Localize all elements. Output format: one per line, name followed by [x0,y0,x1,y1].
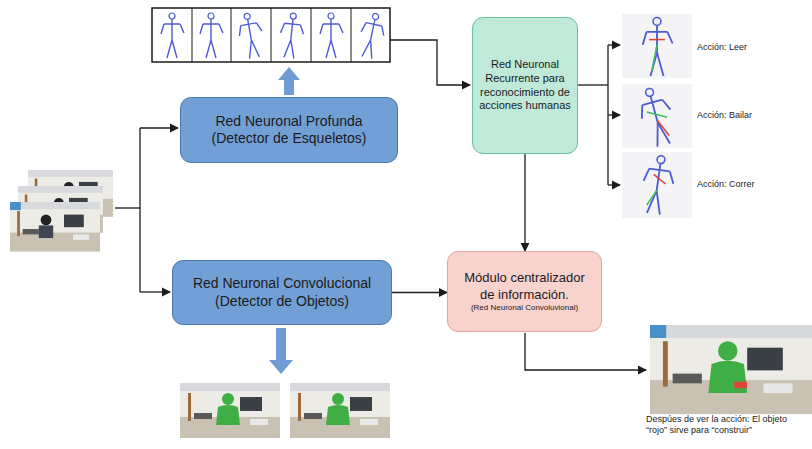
action-label: Acción: Bailar [697,110,807,121]
output-photo [650,325,812,414]
action-label: Acción: Correr [697,179,807,190]
arrow-connector [524,154,525,251]
action-skeletons [622,14,692,218]
block-arrow [278,67,300,95]
action-label: Acción: Leer [697,42,807,53]
process-box: Módulo centralizador de información.(Red… [447,251,602,332]
skeleton-strip [152,8,390,62]
process-box: Red Neuronal Convolucional (Detector de … [172,260,392,325]
layout-lines [115,40,646,370]
box-subtitle: (Red Neuronal Convoluvional) [471,303,578,313]
box-title: Red Neuronal Profunda (Detector de Esque… [195,113,383,148]
box-title: Módulo centralizador de información. [456,270,593,303]
block-arrow [269,328,293,374]
detection-photos [180,383,390,438]
box-title: Red Neuronal Convolucional (Detector de … [187,275,377,310]
caption-note: Despúes de ver la acción: El objeto “roj… [646,414,810,436]
process-box: Red Neuronal Profunda (Detector de Esque… [180,97,398,163]
box-title: Red Neuronal Recurrente para reconocimie… [479,58,571,113]
process-box: Red Neuronal Recurrente para reconocimie… [472,17,578,154]
arrow-connector [392,292,447,293]
input-photos [10,170,113,252]
